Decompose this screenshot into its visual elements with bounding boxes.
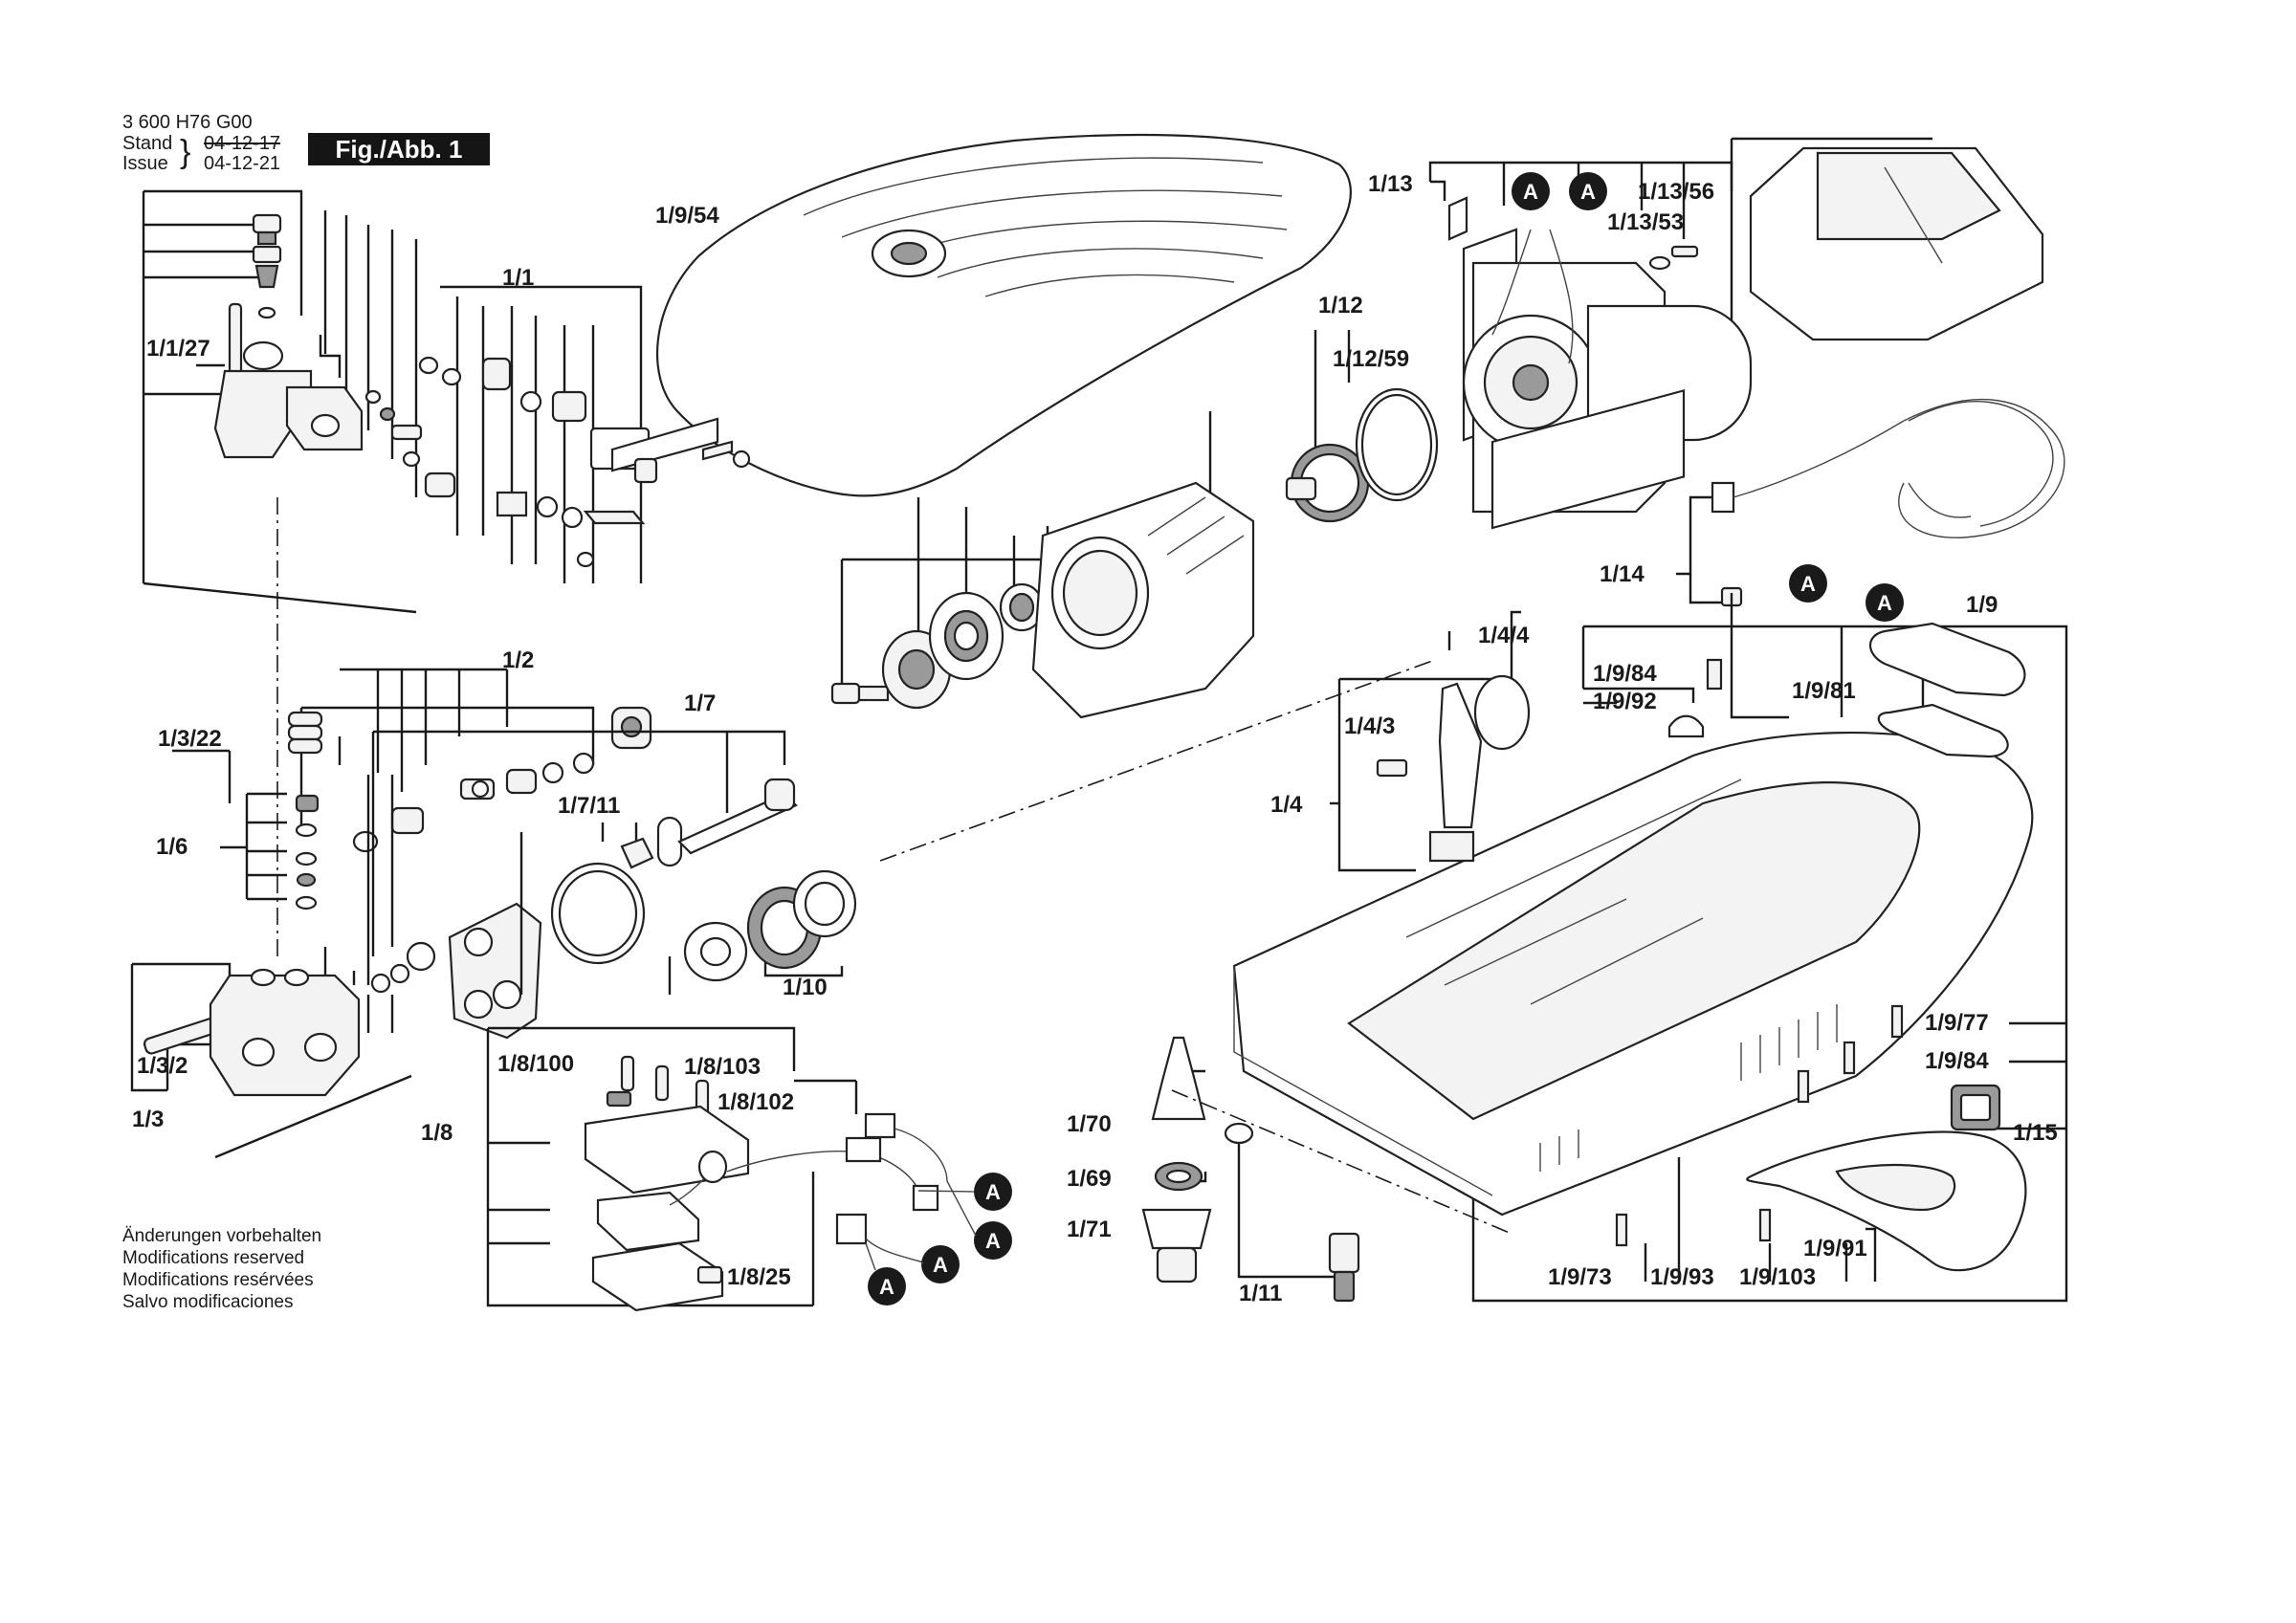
stand-label: Stand — [122, 133, 173, 154]
note-en: Modifications reserved — [122, 1248, 305, 1268]
label-1-13-56: 1/13/56 — [1638, 179, 1714, 205]
label-1-14: 1/14 — [1600, 561, 1645, 587]
doc-number: 3 600 H76 G00 — [122, 112, 253, 133]
issue-label: Issue — [122, 153, 168, 174]
marker-a-switch-2: A — [974, 1221, 1012, 1260]
label-1-69: 1/69 — [1067, 1166, 1112, 1192]
svg-text:A: A — [985, 1229, 1001, 1253]
outlet-assembly-1-4 — [1330, 610, 1531, 872]
label-1-9-81: 1/9/81 — [1792, 678, 1856, 704]
power-cable — [1676, 398, 2065, 607]
label-1-1: 1/1 — [502, 265, 534, 291]
svg-text:A: A — [1523, 180, 1538, 204]
label-1-3: 1/3 — [132, 1107, 164, 1132]
label-1-8-25: 1/8/25 — [727, 1264, 791, 1290]
svg-text:A: A — [1877, 591, 1892, 615]
svg-text:A: A — [879, 1275, 894, 1299]
label-1-7: 1/7 — [684, 691, 716, 716]
note-es: Salvo modificaciones — [122, 1292, 294, 1312]
note-de: Änderungen vorbehalten — [122, 1226, 322, 1246]
label-1-3-22: 1/3/22 — [158, 726, 222, 752]
label-1-71: 1/71 — [1067, 1217, 1112, 1242]
svg-text:A: A — [985, 1180, 1001, 1204]
old-date: 04-12-17 — [204, 133, 281, 154]
svg-text:A: A — [1800, 572, 1816, 596]
label-1-6: 1/6 — [156, 834, 188, 860]
label-1-2: 1/2 — [502, 647, 534, 673]
label-1-9: 1/9 — [1966, 592, 1998, 618]
pump-head-assembly — [130, 497, 652, 1159]
label-1-12: 1/12 — [1318, 293, 1363, 318]
label-1-9-77: 1/9/77 — [1925, 1010, 1989, 1036]
inlet-assembly-1-11 — [1141, 1036, 1512, 1303]
label-1-8: 1/8 — [421, 1120, 453, 1146]
label-1-9-54: 1/9/54 — [655, 203, 719, 229]
top-cover — [655, 133, 1352, 497]
marker-a-switch-1: A — [974, 1173, 1012, 1211]
base-housing-assembly — [1232, 389, 2068, 1303]
svg-text:A: A — [1580, 180, 1596, 204]
label-1-10: 1/10 — [783, 975, 828, 1000]
modification-notes: Änderungen vorbehalten Modifications res… — [122, 1225, 321, 1313]
label-1-8-100: 1/8/100 — [497, 1051, 574, 1077]
label-1-11: 1/11 — [1239, 1281, 1282, 1306]
label-1-12-59: 1/12/59 — [1333, 346, 1409, 372]
valve-assembly-1-1 — [142, 189, 751, 614]
label-1-13-53: 1/13/53 — [1607, 209, 1684, 235]
note-fr: Modifications resérvées — [122, 1270, 314, 1290]
label-1-9-84-top: 1/9/84 — [1593, 661, 1657, 687]
callout-labels: 1/9/54 1/1 1/1/27 1/2 1/3/22 1/6 1/3/2 1… — [132, 171, 2058, 1306]
label-1-7-11: 1/7/11 — [558, 793, 620, 819]
switch-assembly-1-8 — [486, 1026, 948, 1312]
label-1-4-3: 1/4/3 — [1344, 713, 1395, 739]
new-date: 04-12-21 — [204, 153, 281, 174]
label-1-4-4: 1/4/4 — [1478, 623, 1530, 648]
label-1-15: 1/15 — [2013, 1120, 2058, 1146]
label-1-9-103: 1/9/103 — [1739, 1264, 1816, 1290]
label-1-9-73: 1/9/73 — [1548, 1264, 1612, 1290]
piston-assembly — [371, 659, 1436, 995]
marker-a-switch-4: A — [868, 1267, 906, 1305]
label-1-1-27: 1/1/27 — [146, 336, 210, 362]
label-1-4: 1/4 — [1270, 792, 1303, 818]
label-1-8-103: 1/8/103 — [684, 1054, 761, 1080]
label-1-13: 1/13 — [1368, 171, 1413, 197]
connector-markers: A A A A A A A A — [865, 172, 1904, 1305]
label-1-70: 1/70 — [1067, 1111, 1112, 1137]
gear-housing-assembly — [830, 330, 1439, 719]
svg-text:A: A — [933, 1253, 948, 1277]
label-1-9-84-bottom: 1/9/84 — [1925, 1048, 1989, 1074]
label-1-9-93: 1/9/93 — [1650, 1264, 1714, 1290]
marker-a-cable-2: A — [1866, 583, 1904, 622]
marker-a-motor-2: A — [1569, 172, 1607, 210]
marker-a-switch-3: A — [921, 1245, 960, 1283]
label-1-9-91: 1/9/91 — [1803, 1236, 1867, 1261]
label-1-8-102: 1/8/102 — [718, 1089, 794, 1115]
marker-a-cable-1: A — [1789, 564, 1827, 603]
label-1-9-92: 1/9/92 — [1593, 689, 1657, 714]
marker-a-motor-1: A — [1512, 172, 1550, 210]
label-1-3-2: 1/3/2 — [137, 1053, 188, 1079]
figure-badge: Fig./Abb. 1 — [308, 133, 490, 165]
brace-icon: } — [180, 134, 191, 170]
